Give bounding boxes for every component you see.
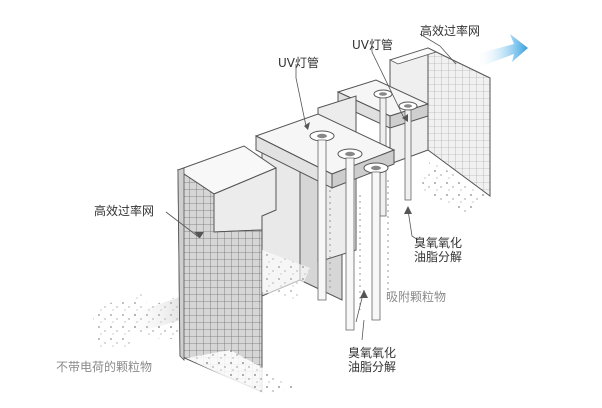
front-hepa-filter	[176, 145, 278, 393]
label-adsorbed: 吸附颗粒物	[386, 290, 447, 304]
label-hepa-left: 高效过率网	[94, 204, 155, 218]
label-ozone-right: 臭氧氧化 油脂分解	[414, 236, 463, 264]
label-uncharged: 不带电荷的颗粒物	[56, 360, 153, 374]
leader-lines	[165, 33, 457, 341]
label-hepa-top: 高效过率网	[420, 24, 481, 38]
rear-particles	[420, 160, 488, 215]
leader-arrowheads	[194, 114, 412, 298]
label-uv-left: UV灯管	[278, 56, 319, 70]
floor-particles	[186, 250, 310, 394]
label-uv-top: UV灯管	[352, 38, 393, 52]
uv-lamp-tubes	[317, 139, 389, 331]
outlet-airflow-arrow	[476, 34, 528, 66]
label-ozone-bottom: 臭氧氧化 油脂分解	[348, 346, 397, 374]
